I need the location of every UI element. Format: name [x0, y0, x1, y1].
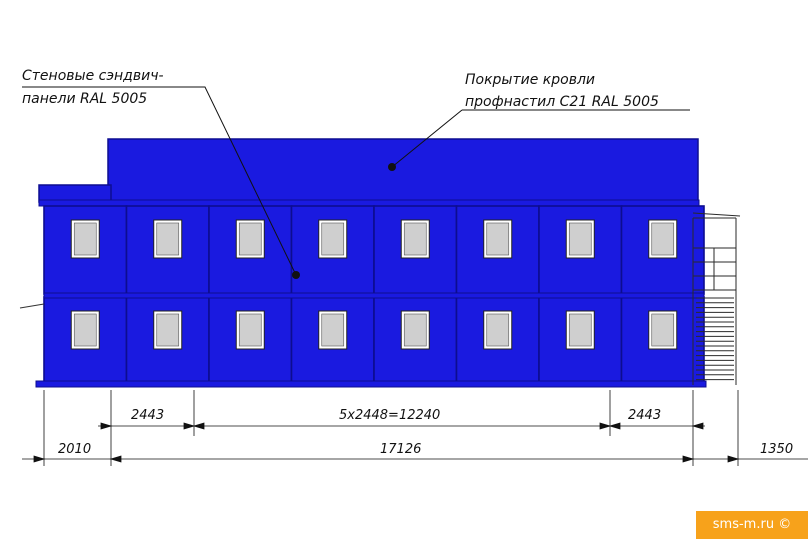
window-glass: [651, 222, 675, 256]
window-glass: [486, 313, 510, 347]
wall-modules: [19, 205, 707, 388]
walls-leader-dot: [292, 271, 300, 279]
roof-callout-line1: Покрытие кровли: [465, 72, 595, 88]
roof-covering: [107, 138, 699, 202]
window-glass: [73, 222, 97, 256]
dim-module-right: 2443: [628, 408, 661, 423]
window-glass: [651, 313, 675, 347]
walls-callout-line1: Стеновые сэндвич-: [22, 68, 164, 84]
window-glass: [568, 313, 592, 347]
side-ledge: [19, 303, 45, 309]
dimension-lines: [22, 390, 808, 466]
roof-callout-line2: профнастил С21 RAL 5005: [465, 94, 659, 110]
window-glass: [156, 313, 180, 347]
window-glass: [568, 222, 592, 256]
floor-separator: [43, 292, 705, 299]
watermark-badge: sms-m.ru ©: [696, 511, 808, 539]
window-glass: [238, 313, 262, 347]
dim-left-overhang: 2010: [58, 442, 91, 457]
dim-total-length: 17126: [380, 442, 421, 457]
window-glass: [156, 222, 180, 256]
roof-leader-dot: [388, 163, 396, 171]
window-glass: [486, 222, 510, 256]
window-glass: [321, 313, 345, 347]
window-glass: [321, 222, 345, 256]
dim-right-overhang: 1350: [760, 442, 793, 457]
window-glass: [73, 313, 97, 347]
window-glass: [238, 222, 262, 256]
left-canopy: [38, 184, 112, 203]
dim-middle-span: 5x2448=12240: [339, 408, 440, 423]
window-glass: [403, 222, 427, 256]
external-staircase: [692, 212, 741, 385]
base-plinth: [35, 380, 707, 388]
window-glass: [403, 313, 427, 347]
eave-strip: [38, 199, 700, 207]
callout-leaders: [22, 86, 690, 276]
walls-callout-line2: панели RAL 5005: [22, 91, 147, 107]
dim-module-left: 2443: [131, 408, 164, 423]
